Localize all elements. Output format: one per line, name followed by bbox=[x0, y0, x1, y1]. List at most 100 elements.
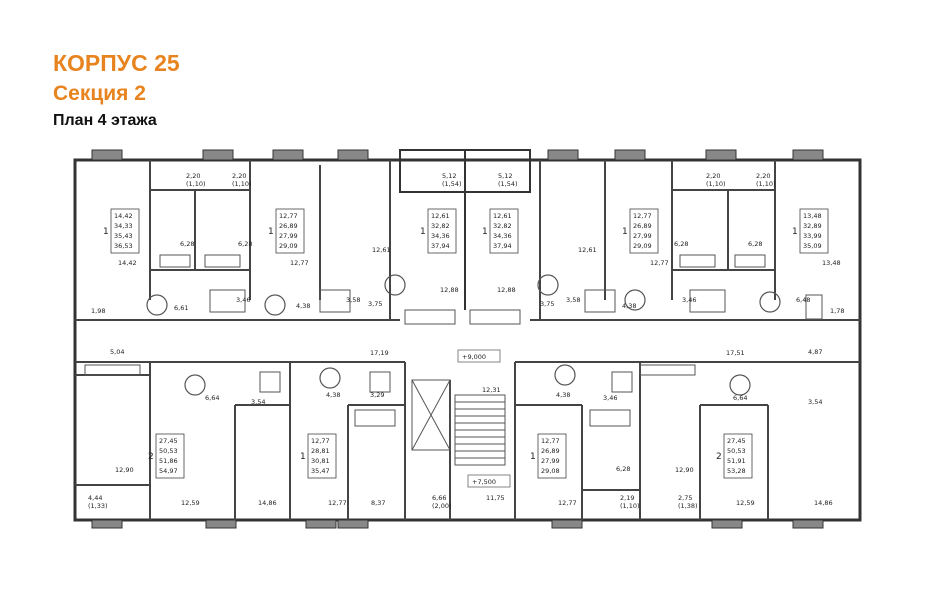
apartment-area: 37,94 bbox=[493, 242, 512, 250]
apartment-area-box bbox=[155, 433, 185, 479]
apartment-area-box bbox=[629, 208, 659, 254]
room-area: 17,51 bbox=[726, 349, 745, 357]
balcony-area: 5,12 bbox=[442, 172, 456, 180]
room-area: 5,04 bbox=[110, 348, 124, 356]
apartment-area: 12,61 bbox=[493, 212, 512, 220]
apartment-area: 27,99 bbox=[633, 232, 652, 240]
room-area: 6,64 bbox=[733, 394, 747, 402]
apartment-area: 34,33 bbox=[114, 222, 133, 230]
apartment-area: 14,42 bbox=[114, 212, 133, 220]
level-marks: +9,000 +7,500 bbox=[457, 349, 511, 488]
room-area: 12,77 bbox=[650, 259, 669, 267]
apartment-area-box bbox=[307, 433, 337, 479]
round-columns bbox=[146, 274, 781, 396]
apartment-area: 35,43 bbox=[114, 232, 133, 240]
room-area: 3,46 bbox=[236, 296, 250, 304]
room-area: 6,48 bbox=[796, 296, 810, 304]
balcony-area: 6,66 bbox=[432, 494, 446, 502]
apartment-area: 26,89 bbox=[279, 222, 298, 230]
balcony-area: 2,19 bbox=[620, 494, 634, 502]
balcony-area: (1,10) bbox=[186, 180, 206, 188]
room-area: 3,58 bbox=[566, 296, 580, 304]
apartment-area-box bbox=[723, 433, 753, 479]
room-area: 3,54 bbox=[808, 398, 822, 406]
interior-walls bbox=[75, 160, 860, 520]
room-area: 12,77 bbox=[558, 499, 577, 507]
room-area: 12,90 bbox=[115, 466, 134, 474]
room-area: 4,38 bbox=[556, 391, 570, 399]
room-area: 12,88 bbox=[440, 286, 459, 294]
apartment-area: 37,94 bbox=[431, 242, 450, 250]
balcony-area: (1,33) bbox=[88, 502, 108, 510]
bathroom-fixtures bbox=[84, 254, 823, 427]
balcony-area: 4,44 bbox=[88, 494, 102, 502]
apartment-area: 35,47 bbox=[311, 467, 330, 475]
apartment-area: 50,53 bbox=[727, 447, 746, 455]
balcony-area: (1,10) bbox=[620, 502, 640, 510]
apartment-area: 32,82 bbox=[493, 222, 512, 230]
apartment-rooms: 2 bbox=[148, 452, 154, 462]
balcony-area: (1,54) bbox=[442, 180, 462, 188]
room-area: 4,38 bbox=[326, 391, 340, 399]
apartment-area: 13,48 bbox=[803, 212, 822, 220]
apartment-area-box bbox=[537, 433, 567, 479]
apartment-area: 51,86 bbox=[159, 457, 178, 465]
room-area: 12,59 bbox=[181, 499, 200, 507]
room-area: 3,75 bbox=[368, 300, 382, 308]
room-area: 13,48 bbox=[822, 259, 841, 267]
apartment-area: 12,77 bbox=[633, 212, 652, 220]
apartment-rooms: 1 bbox=[530, 452, 536, 462]
apartment-area-box bbox=[110, 208, 140, 254]
room-area: 1,98 bbox=[91, 307, 105, 315]
room-area: 12,90 bbox=[675, 466, 694, 474]
room-area: 11,75 bbox=[486, 494, 505, 502]
apartment-area: 12,77 bbox=[279, 212, 298, 220]
balcony-area: (1,38) bbox=[678, 502, 698, 510]
apartment-rooms: 2 bbox=[716, 452, 722, 462]
apartment-area: 30,81 bbox=[311, 457, 330, 465]
apartment-area: 53,28 bbox=[727, 467, 746, 475]
apartment-area: 12,77 bbox=[541, 437, 560, 445]
apartment-area: 29,09 bbox=[279, 242, 298, 250]
room-area: 6,28 bbox=[674, 240, 688, 248]
balcony-area: (2,00) bbox=[432, 502, 452, 510]
room-area: 1,78 bbox=[830, 307, 844, 315]
balcony-area: 2,20 bbox=[232, 172, 246, 180]
apartment-rooms: 1 bbox=[622, 227, 628, 237]
apartment-rooms: 1 bbox=[268, 227, 274, 237]
apartment-area: 28,81 bbox=[311, 447, 330, 455]
room-area: 12,61 bbox=[578, 246, 597, 254]
apartment-labels: 1 14,42 34,33 35,43 36,53 1 12,77 26,89 27,99 29,… bbox=[103, 208, 829, 479]
room-area: 14,86 bbox=[814, 499, 833, 507]
apartment-area: 50,53 bbox=[159, 447, 178, 455]
room-area: 14,86 bbox=[258, 499, 277, 507]
apartment-rooms: 1 bbox=[300, 452, 306, 462]
balcony-labels: 2,20(1,10)2,20(1,10)5,12(1,54)5,12(1,54)… bbox=[88, 172, 776, 510]
room-area: 12,31 bbox=[482, 386, 501, 394]
room-area: 4,87 bbox=[808, 348, 822, 356]
room-area: 6,28 bbox=[180, 240, 194, 248]
apartment-area: 36,53 bbox=[114, 242, 133, 250]
apartment-area: 12,61 bbox=[431, 212, 450, 220]
apartment-area: 32,89 bbox=[803, 222, 822, 230]
apartment-area: 54,97 bbox=[159, 467, 178, 475]
apartment-area-box bbox=[275, 208, 305, 254]
room-area: 3,58 bbox=[346, 296, 360, 304]
room-area: 17,19 bbox=[370, 349, 389, 357]
room-area: 6,64 bbox=[205, 394, 219, 402]
room-area: 3,46 bbox=[682, 296, 696, 304]
room-area: 3,75 bbox=[540, 300, 554, 308]
room-area: 6,28 bbox=[616, 465, 630, 473]
level-mark-7500: +7,500 bbox=[472, 478, 496, 486]
room-area: 6,28 bbox=[238, 240, 252, 248]
room-area: 3,46 bbox=[603, 394, 617, 402]
room-area: 4,38 bbox=[296, 302, 310, 310]
balcony-area: (1,10) bbox=[232, 180, 252, 188]
